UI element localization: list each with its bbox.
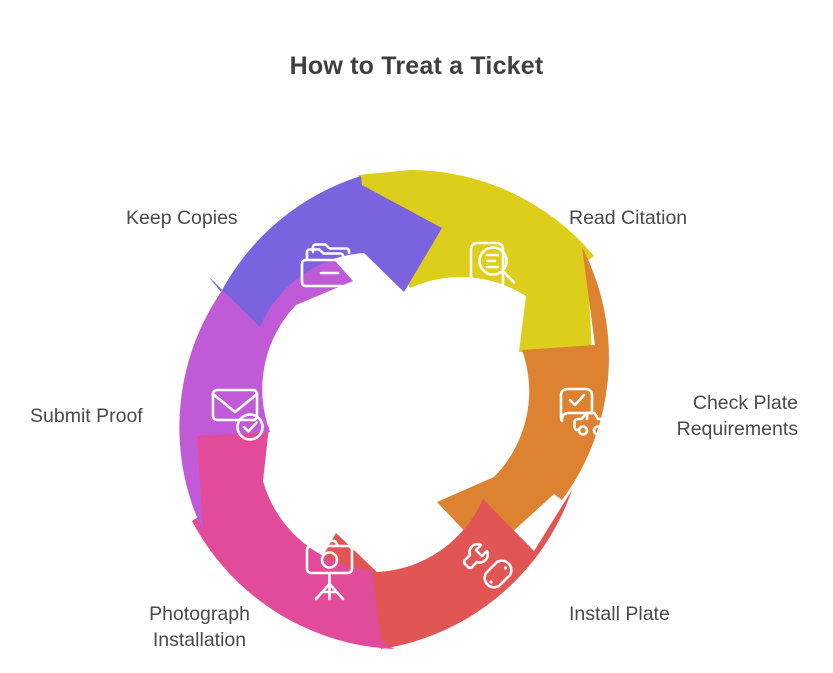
segment-submit-proof[interactable]: Submit Proof [179,227,353,531]
segment-label-keep-copies: Keep Copies [126,207,238,229]
camera-tripod-icon [305,539,354,601]
tools-icon [462,542,513,589]
segment-label-check-plate: Check Plate Requirements [676,392,798,440]
segment-check-plate[interactable]: Check Plate Requirements [437,247,609,555]
segment-label-install-plate: Install Plate [569,603,670,625]
arrow-segments: Read Citation Check Plate Requirements I… [179,170,609,649]
mail-verified-icon [211,388,264,441]
document-search-icon [469,241,516,291]
segment-label-submit-proof: Submit Proof [30,405,143,427]
page-title: How to Treat a Ticket [289,52,544,80]
segment-label-read-citation: Read Citation [569,207,688,229]
file-archive-icon [300,243,359,288]
segment-photograph-installation[interactable]: Photograph Installation [192,425,394,649]
segment-keep-copies[interactable]: Keep Copies [208,176,442,327]
segment-label-photograph-installation: Photograph Installation [149,603,250,651]
car-checklist-icon [559,387,605,436]
segment-icons [211,241,605,601]
